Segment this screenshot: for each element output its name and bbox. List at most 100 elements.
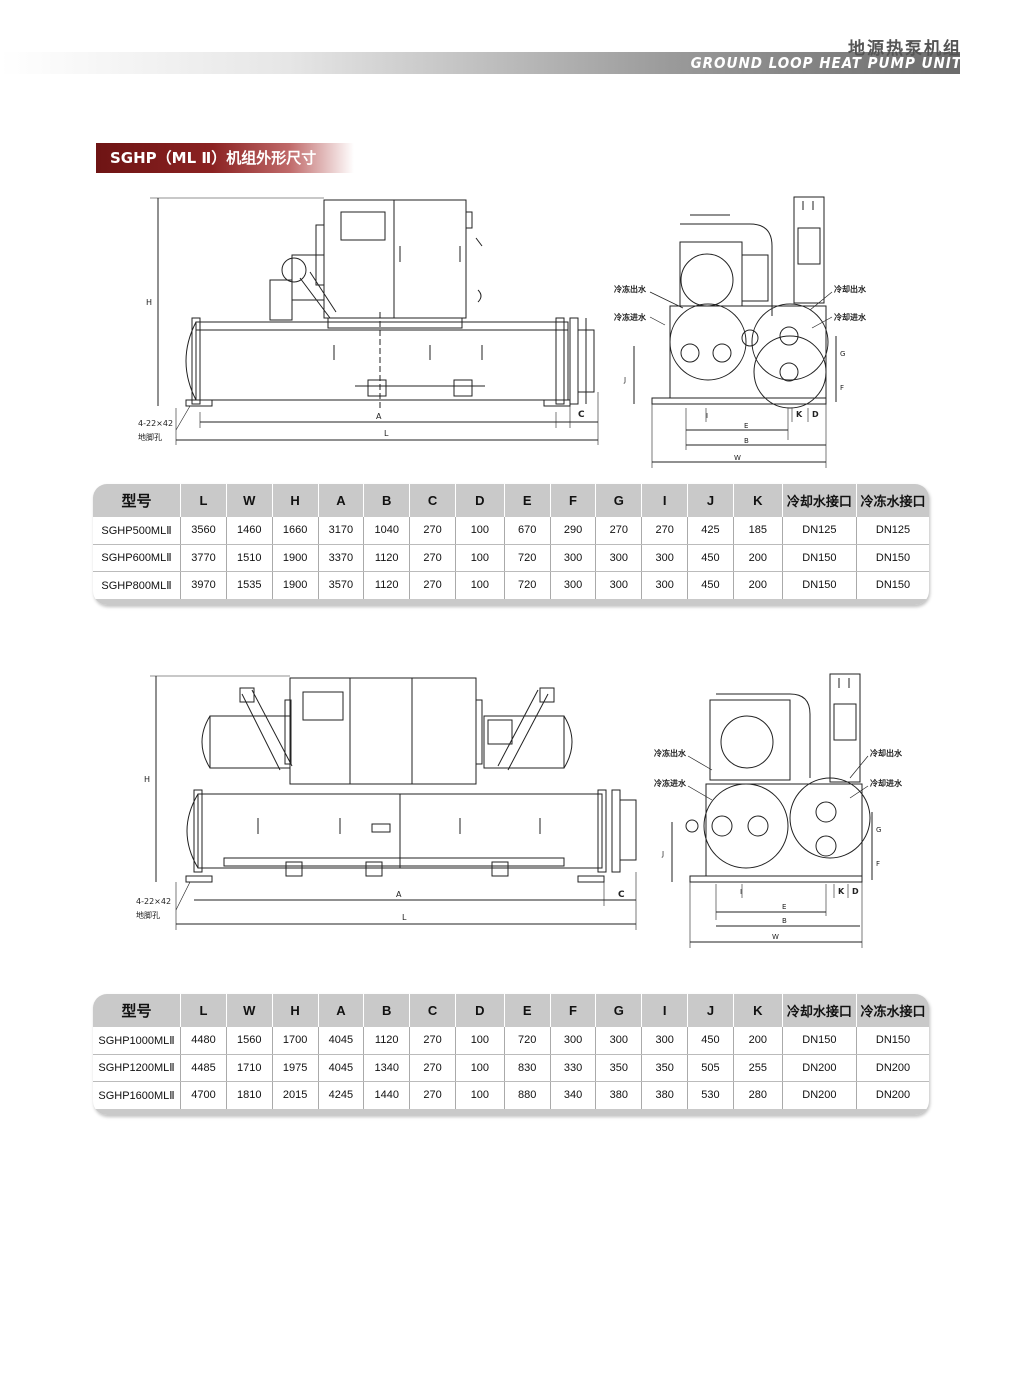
- section-title: SGHP（ML Ⅱ）机组外形尺寸: [96, 143, 354, 173]
- value-cell: 1975: [272, 1054, 319, 1082]
- value-cell: 1560: [226, 1027, 273, 1055]
- value-cell: DN150: [875, 579, 911, 592]
- column-header: 冷却水接口: [782, 994, 858, 1027]
- side-view-2: [671, 673, 873, 948]
- column-header: 冷却水接口: [782, 484, 858, 517]
- column-header: A: [318, 484, 365, 517]
- value-cell: 720: [504, 544, 551, 572]
- column-header: 冷冻水接口: [856, 994, 929, 1027]
- column-header: L: [180, 994, 227, 1027]
- value-cell: 255: [733, 1054, 783, 1082]
- column-header: C: [409, 484, 456, 517]
- value-cell: 270: [409, 571, 456, 599]
- value-cell: 830: [504, 1054, 551, 1082]
- value-cell: 450: [687, 571, 734, 599]
- value-cell: 4485: [180, 1054, 227, 1082]
- value-cell: 300: [550, 571, 597, 599]
- value-cell: DN150: [782, 544, 858, 572]
- column-header: K: [733, 994, 783, 1027]
- dim-g-1: G: [840, 350, 845, 358]
- column-header: K: [733, 484, 783, 517]
- value-cell: 350: [595, 1054, 643, 1082]
- dim-l-label-2: L: [402, 913, 407, 922]
- value-cell: 100: [455, 1054, 505, 1082]
- dim-w-2: W: [772, 933, 779, 941]
- value-cell: 270: [595, 517, 643, 545]
- dim-l-label-1: L: [384, 429, 389, 438]
- dim-f-1: F: [840, 384, 844, 392]
- value-cell: DN150: [782, 1027, 858, 1055]
- value-cell: DN200: [875, 1089, 911, 1102]
- value-cell: 720: [504, 571, 551, 599]
- value-cell: 300: [641, 571, 689, 599]
- value-cell: 270: [409, 1081, 456, 1109]
- column-header: B: [363, 994, 411, 1027]
- value-cell: DN200: [782, 1081, 858, 1109]
- value-cell: 3170: [318, 517, 365, 545]
- value-cell: 1700: [272, 1027, 319, 1055]
- column-header: J: [687, 484, 734, 517]
- value-cell: 185: [733, 517, 783, 545]
- value-cell: 3370: [318, 544, 365, 572]
- label-cooling-out-1: 冷却出水: [834, 284, 867, 294]
- front-view-2: [150, 675, 637, 930]
- dim-i-2: I: [740, 888, 742, 896]
- value-cell: 4700: [180, 1081, 227, 1109]
- dim-h-label-2: H: [144, 775, 150, 784]
- value-cell: 1340: [363, 1054, 411, 1082]
- model-cell: SGHP1200MLⅡ: [93, 1054, 182, 1082]
- dim-k-1: K: [796, 410, 803, 419]
- column-header: E: [504, 484, 551, 517]
- model-cell: SGHP1600MLⅡ: [93, 1081, 182, 1109]
- column-header: F: [550, 994, 597, 1027]
- value-cell: 3560: [180, 517, 227, 545]
- column-header: J: [687, 994, 734, 1027]
- column-header-model: 型号: [93, 484, 182, 517]
- label-cooling-out-2: 冷却出水: [870, 748, 903, 758]
- value-cell: 340: [550, 1081, 597, 1109]
- column-header: B: [363, 484, 411, 517]
- model-cell: SGHP1000MLⅡ: [93, 1027, 182, 1055]
- value-cell: DN125: [856, 517, 929, 545]
- value-cell: 330: [550, 1054, 597, 1082]
- value-cell: 200: [733, 571, 783, 599]
- value-cell: 1810: [226, 1081, 273, 1109]
- value-cell: 4245: [318, 1081, 365, 1109]
- column-header: G: [595, 994, 643, 1027]
- value-cell: 1120: [363, 544, 411, 572]
- value-cell: 350: [641, 1054, 689, 1082]
- value-cell: 290: [550, 517, 597, 545]
- value-cell: 1440: [363, 1081, 411, 1109]
- dim-h-label-1: H: [146, 298, 152, 307]
- label-cooling-in-2: 冷却进水: [870, 778, 903, 788]
- value-cell: 1120: [363, 571, 411, 599]
- dim-c-label-1: C: [578, 410, 585, 420]
- value-cell: 270: [409, 544, 456, 572]
- column-header-model: 型号: [93, 994, 182, 1027]
- model-cell: SGHP500MLⅡ: [93, 517, 182, 545]
- value-cell: 270: [409, 1027, 456, 1055]
- value-cell: 505: [687, 1054, 734, 1082]
- table-2-footer-band: [93, 1108, 929, 1115]
- column-header: D: [455, 484, 505, 517]
- front-view-1: [150, 197, 599, 445]
- label-chilled-out-2: 冷冻出水: [654, 748, 687, 758]
- header-title-en: GROUND LOOP HEAT PUMP UNIT: [690, 54, 962, 72]
- value-cell: 380: [595, 1081, 643, 1109]
- value-cell: 270: [409, 1054, 456, 1082]
- value-cell: 100: [455, 1027, 505, 1055]
- dim-b-1: B: [744, 437, 749, 445]
- column-header: E: [504, 994, 551, 1027]
- dim-k-2: K: [838, 887, 845, 896]
- value-cell: 4045: [318, 1054, 365, 1082]
- dim-a-label-1: A: [376, 412, 382, 421]
- value-cell: 3570: [318, 571, 365, 599]
- dim-w-1: W: [734, 454, 741, 462]
